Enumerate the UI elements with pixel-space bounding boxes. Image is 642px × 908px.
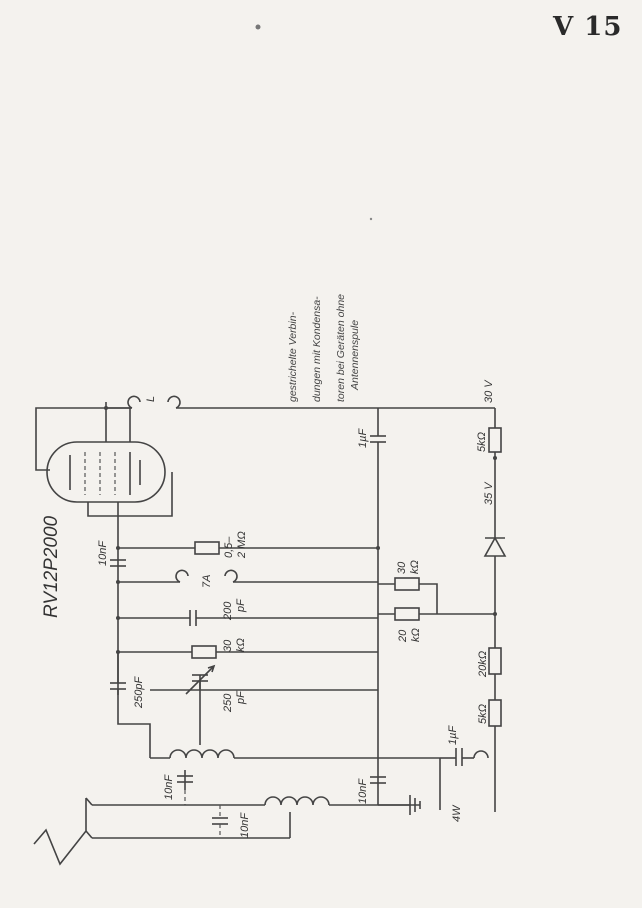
resistor-30k-right-label-1: 30: [396, 561, 408, 574]
power-rating-label: 4W: [451, 804, 463, 822]
note-line-3: toren bei Geräten ohne: [335, 294, 347, 402]
note-line-4: Antennenspule: [349, 320, 361, 391]
scan-speck: [255, 24, 261, 30]
resistor-20k-bottom-label: 20kΩ: [477, 651, 489, 678]
cap-10nf-antenna-label: 10nF: [239, 812, 251, 838]
resistor-5k-bottom-label: 5kΩ: [477, 704, 489, 724]
antenna-coil-upper: [150, 749, 440, 805]
cap-1uf-bottom-label: 1µF: [447, 725, 459, 745]
cap-10nf-grid-label: 10nF: [97, 540, 109, 566]
cap-200pf-label-2: pF: [235, 598, 247, 613]
resistor-20k-pot-label-2: kΩ: [410, 628, 422, 642]
cap-250pf-fixed-label: 250pF: [133, 676, 145, 709]
voltage-30v-label: 30 V: [483, 379, 495, 403]
scan-speck: [369, 217, 373, 221]
resistor-30k-right-label-2: kΩ: [409, 560, 421, 574]
cap-1uf-top-label: 1µF: [357, 428, 369, 448]
page-title: V 15: [553, 12, 623, 42]
cap-200pf-label-1: 200: [222, 601, 234, 621]
tube-symbol: [46, 441, 173, 517]
voltage-35v-label: 35 V: [483, 481, 495, 505]
component-labels: L 30 V 5kΩ 1µF 35 V 10nF 0,5– 2 MΩ 7A 20…: [97, 379, 495, 838]
dashed-connection-note: gestrichelte Verbin- dungen mit Kondensa…: [287, 294, 361, 402]
resistor-30k-left-label-2: kΩ: [235, 638, 247, 652]
coil-7a-label: 7A: [201, 575, 213, 588]
power-supply-column: [378, 536, 507, 812]
resistor-grid-label-2: 2 MΩ: [236, 531, 248, 559]
grid-network: [110, 502, 380, 758]
resistor-30k-left-label-1: 30: [222, 639, 234, 652]
note-line-2: dungen mit Kondensa-: [311, 296, 323, 402]
plate-circuit: [35, 395, 502, 805]
cap-10nf-bottom-label: 10nF: [357, 778, 369, 804]
cap-10nf-coil-label: 10nF: [163, 774, 175, 800]
cap-250pf-var-label-2: pF: [235, 690, 247, 705]
resistor-grid-label-1: 0,5–: [223, 536, 235, 558]
resistor-20k-pot-label-1: 20: [397, 629, 409, 643]
note-line-1: gestrichelte Verbin-: [287, 311, 299, 402]
antenna-coil-lower: [33, 796, 420, 866]
bypass-cap-bottom: [370, 776, 421, 815]
cap-250pf-var-label-1: 250: [222, 693, 234, 713]
resistor-5k-top-label: 5kΩ: [476, 432, 488, 452]
coil-l-label: L: [145, 396, 157, 402]
tube-type-label: RV12P2000: [41, 515, 62, 618]
